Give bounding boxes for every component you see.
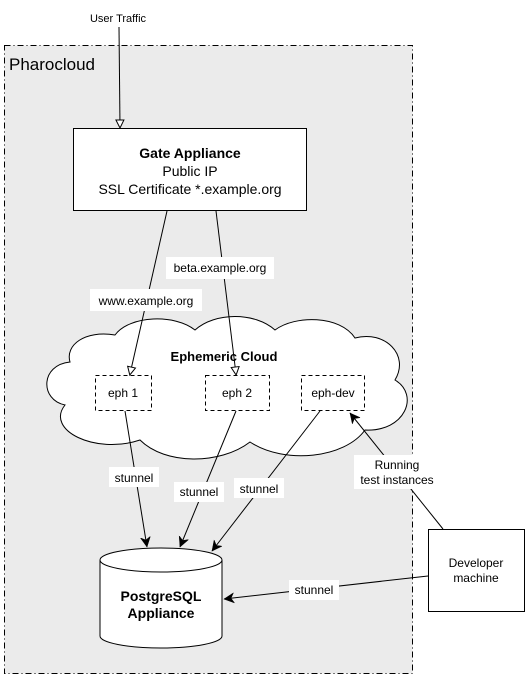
developer-db-label-bg [289,580,339,600]
developer-label-line2: machine [453,571,499,585]
instance-eph-dev [301,375,365,411]
cloud-title: Ephemeric Cloud [171,349,278,364]
developer-machine-box [428,529,525,612]
route-www-label: www.example.org [98,294,194,308]
postgresql-appliance-cylinder [99,560,223,649]
region-title: Pharocloud [9,55,95,74]
eph2-db-label-bg [174,482,224,502]
developer-label-line1: Developer [449,556,504,570]
route-beta-label-bg [166,257,274,279]
instance-eph2-label: eph 2 [222,386,252,400]
eph1-db-label: stunnel [115,471,154,485]
instance-eph1 [95,375,152,411]
instance-eph1-label: eph 1 [108,386,138,400]
running-instances-label-bg [354,455,440,489]
database-label-line2: Appliance [128,605,195,621]
gate-ssl-cert: SSL Certificate *.example.org [98,181,281,197]
instance-eph-dev-label: eph-dev [311,386,354,400]
route-beta-arrow [215,210,236,374]
route-www-label-bg [90,289,202,311]
eph2-db-link [180,410,237,547]
database-label-line1: PostgreSQL [121,588,202,604]
running-instances-label-line2: test instances [360,473,433,487]
user-traffic-arrow [119,26,120,127]
running-instances-label-line1: Running [375,458,420,472]
ephdev-db-label: stunnel [240,482,279,496]
postgresql-appliance-top [99,547,223,573]
gate-public-ip: Public IP [162,163,217,179]
gate-title: Gate Appliance [139,145,241,161]
route-beta-label: beta.example.org [174,261,267,275]
eph2-db-label: stunnel [180,485,219,499]
eph1-db-label-bg [109,467,159,487]
developer-db-label: stunnel [295,583,334,597]
ephdev-db-label-bg [234,478,284,498]
gate-appliance-box [73,128,307,211]
user-traffic-label: User Traffic [90,13,147,25]
